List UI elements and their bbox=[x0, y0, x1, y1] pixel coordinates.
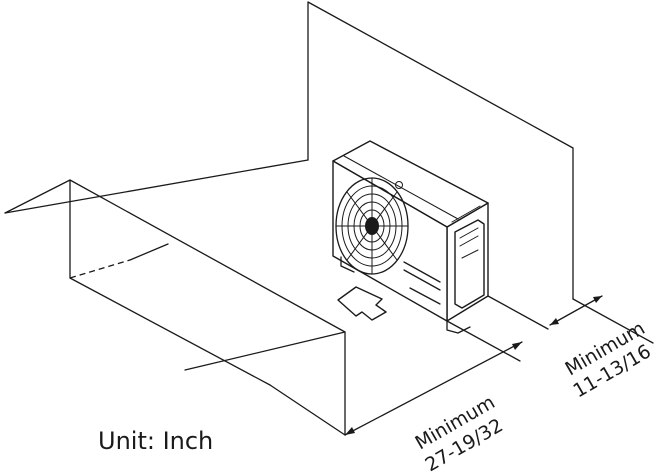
floor-right-edge bbox=[572, 298, 654, 344]
valve-cover bbox=[454, 219, 485, 309]
airflow-arrow-icon bbox=[337, 286, 387, 321]
unit-note: Unit: Inch bbox=[98, 427, 213, 455]
front-wall bbox=[4, 179, 271, 386]
fan-icon bbox=[335, 177, 409, 275]
front-wall-bottom-edge bbox=[184, 331, 346, 436]
valve-cover-detail bbox=[459, 227, 479, 259]
front-wall-top-edge bbox=[69, 179, 346, 436]
unit-top-knob bbox=[395, 181, 403, 189]
side-clearance-dimension: Minimum 11-13/16 bbox=[487, 295, 655, 402]
front-wall-inner bbox=[129, 243, 169, 261]
back-wall bbox=[307, 1, 574, 300]
floor-back-edge bbox=[4, 159, 309, 214]
front-clearance-dimension: Minimum 27-19/32 bbox=[344, 320, 523, 474]
installation-space bbox=[4, 1, 654, 436]
hidden-edge bbox=[69, 259, 131, 279]
unit-vent-lines bbox=[403, 261, 441, 305]
